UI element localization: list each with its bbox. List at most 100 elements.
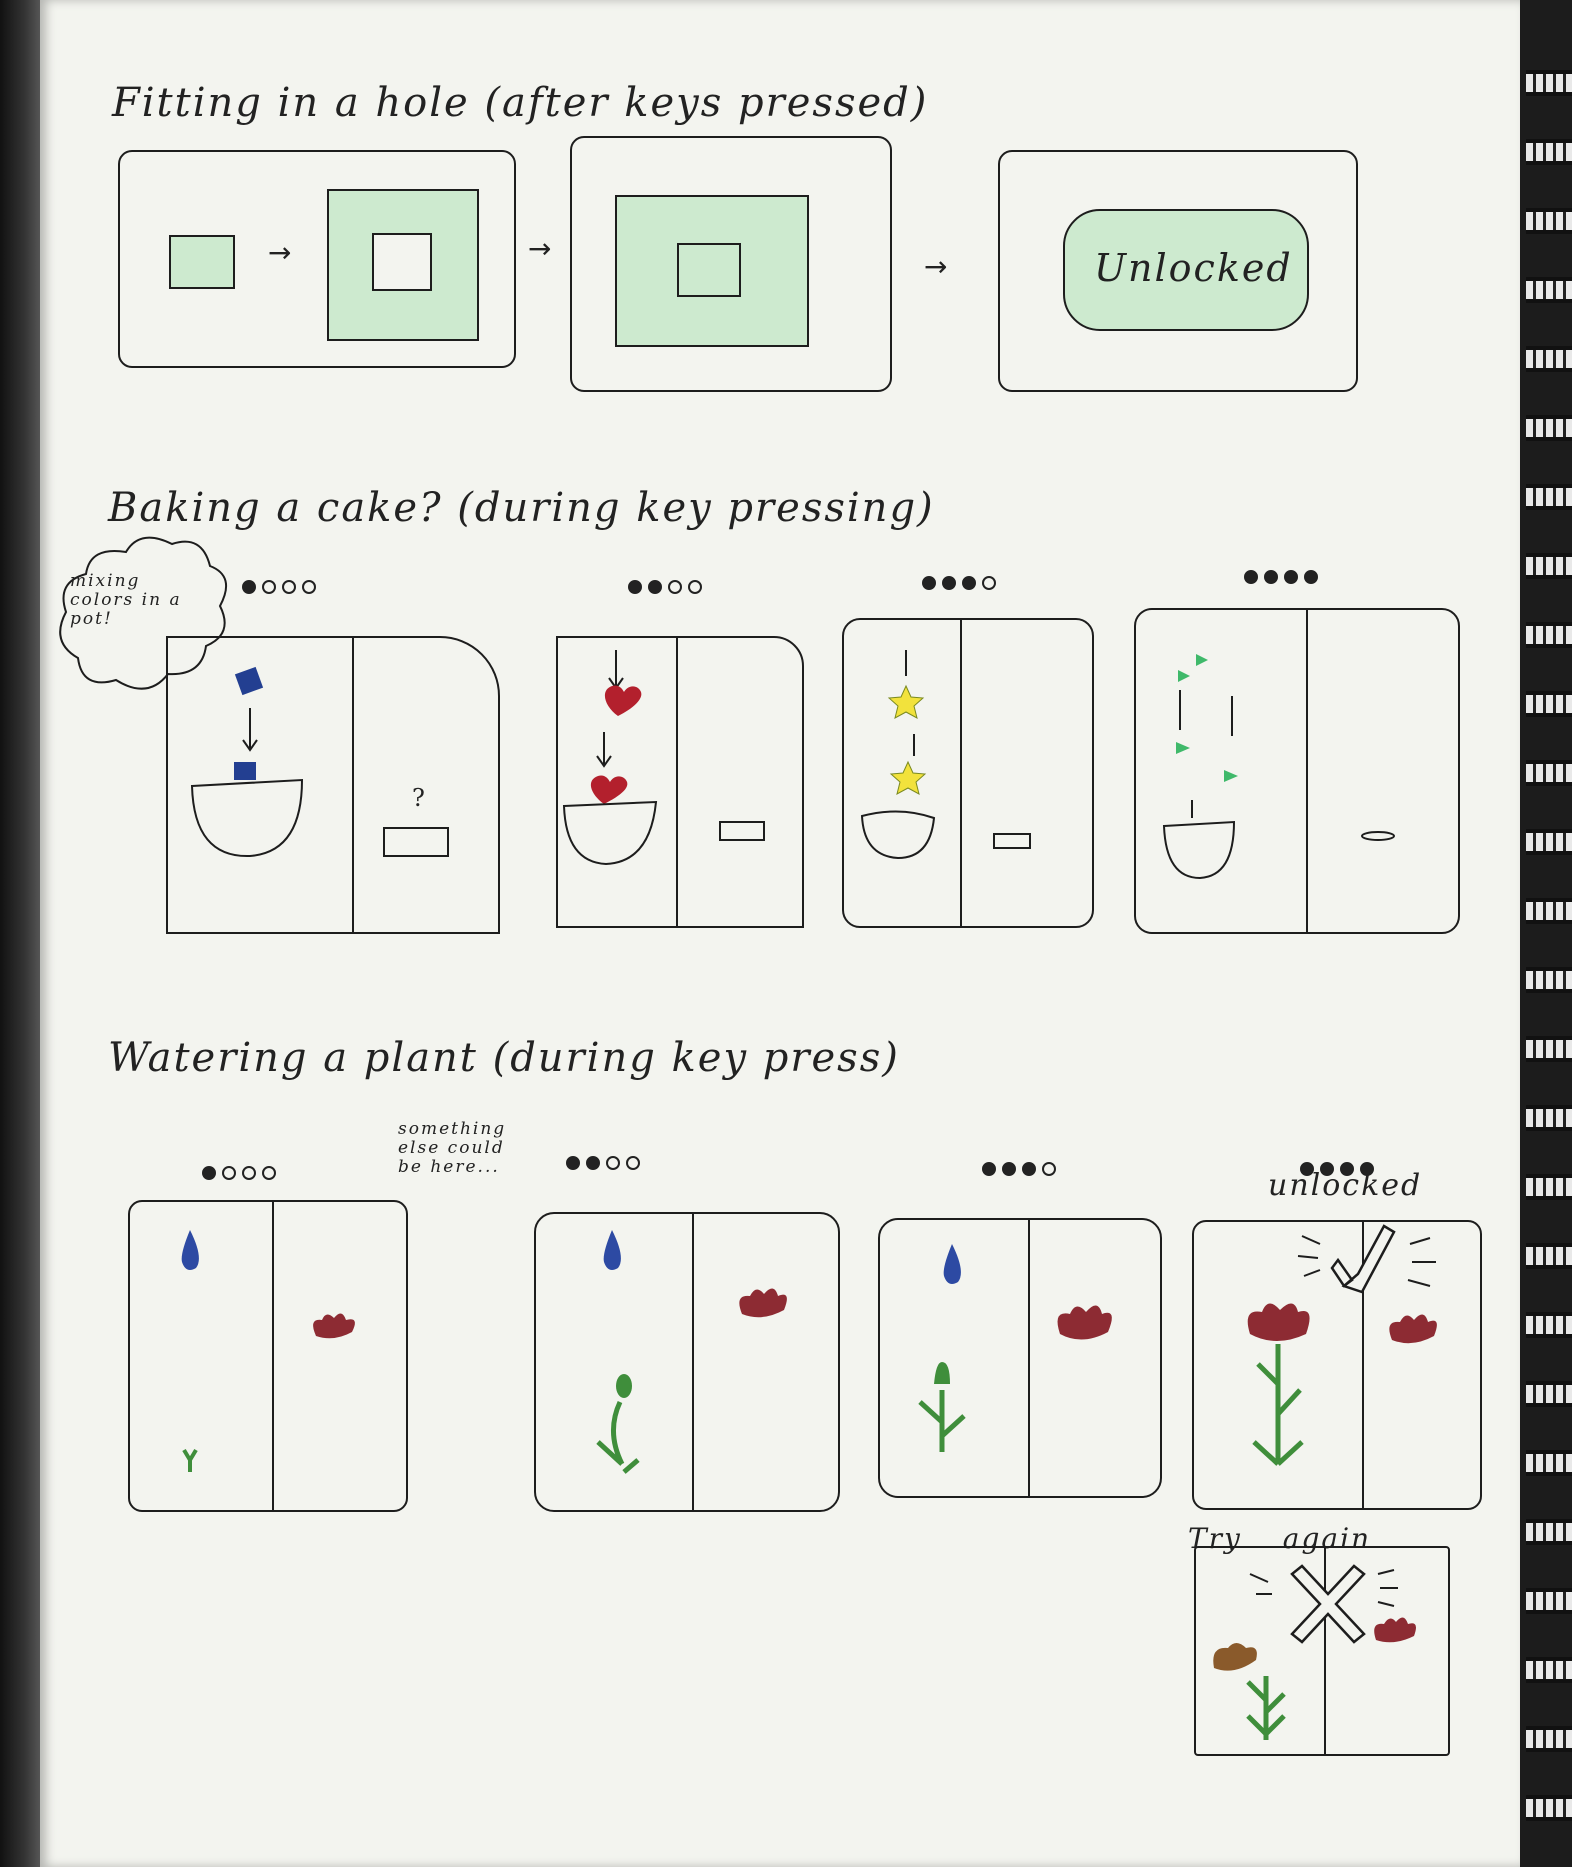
cake-frame-2 <box>556 636 804 928</box>
bud-icon <box>616 1374 632 1398</box>
try-again-caption: Try again <box>1188 1522 1372 1555</box>
water-drop-icon <box>181 1230 199 1270</box>
cake-frame-4 <box>1134 608 1460 934</box>
cake-progress-3 <box>922 576 996 590</box>
arrow-icon: → <box>528 232 551 265</box>
tall-stem-icon <box>1252 1344 1304 1466</box>
hole-frame-2 <box>570 136 892 392</box>
hole-panel-large <box>615 195 809 347</box>
plant-frame-2 <box>534 1212 840 1512</box>
plant-progress-4 <box>1300 1162 1374 1176</box>
progress-dot <box>942 576 956 590</box>
binding-ring <box>1526 1105 1572 1131</box>
result-slot <box>719 821 765 841</box>
progress-dot <box>262 580 276 594</box>
binding-ring <box>1526 70 1572 96</box>
panel-divider <box>1362 1222 1364 1508</box>
result-slot <box>383 827 449 857</box>
progress-dot <box>688 580 702 594</box>
blue-square-icon <box>234 666 264 696</box>
hole-frame-1 <box>118 150 516 368</box>
cake-frame-3 <box>842 618 1094 928</box>
progress-dot <box>962 576 976 590</box>
panel-divider <box>1324 1548 1326 1754</box>
growing-stem-icon <box>918 1390 966 1452</box>
red-flower-icon <box>313 1313 355 1339</box>
progress-dot <box>1300 1162 1314 1176</box>
notebook-spine <box>0 0 40 1867</box>
plant-progress-2 <box>566 1156 640 1170</box>
progress-dot <box>628 580 642 594</box>
progress-dot <box>1320 1162 1334 1176</box>
sparkle-lines <box>1297 1235 1436 1287</box>
binding-ring <box>1526 898 1572 924</box>
green-triangle-icon <box>1178 670 1190 682</box>
question-mark: ? <box>412 784 425 812</box>
progress-dot <box>922 576 936 590</box>
panel-divider <box>692 1214 694 1510</box>
panel-divider <box>272 1202 274 1510</box>
progress-dot <box>668 580 682 594</box>
green-triangle-icon <box>1196 654 1208 666</box>
mixing-bowl <box>1162 820 1236 880</box>
water-drop-icon <box>603 1230 621 1270</box>
panel-divider <box>1028 1220 1030 1496</box>
binding-ring <box>1526 760 1572 786</box>
red-flower-icon <box>1057 1305 1112 1340</box>
result-slot <box>1361 831 1395 841</box>
binding-ring <box>1526 346 1572 372</box>
panel-divider <box>1306 610 1308 932</box>
growing-stem-icon <box>596 1400 640 1474</box>
progress-dot <box>1264 570 1278 584</box>
side-note: something else could be here... <box>398 1119 507 1177</box>
binding-ring <box>1526 1795 1572 1821</box>
binding-ring <box>1526 415 1572 441</box>
binding-ring <box>1526 622 1572 648</box>
panel-divider <box>352 638 354 932</box>
progress-dot <box>1284 570 1298 584</box>
cake-progress-1 <box>242 580 316 594</box>
notebook-edge <box>1520 0 1572 1867</box>
binding-ring <box>1526 1381 1572 1407</box>
sprout-icon <box>182 1448 198 1472</box>
hole-frame-3 <box>998 150 1358 392</box>
fitted-key <box>677 243 741 297</box>
binding-ring <box>1526 1657 1572 1683</box>
red-heart-icon <box>604 685 642 716</box>
try-again-frame <box>1194 1546 1450 1756</box>
panel-divider <box>676 638 678 926</box>
progress-dot <box>242 580 256 594</box>
yellow-star-icon <box>887 684 925 719</box>
green-triangle-icon <box>1176 742 1190 754</box>
binding-ring <box>1526 1450 1572 1476</box>
progress-dot <box>1002 1162 1016 1176</box>
section-title-plant: Watering a plant (during key press) <box>108 1035 900 1081</box>
arrow-icon: → <box>924 250 947 283</box>
progress-dot <box>1042 1162 1056 1176</box>
arrow-icon: → <box>268 236 291 269</box>
binding-ring <box>1526 484 1572 510</box>
mixing-bowl <box>562 800 658 866</box>
cake-frame-1 <box>166 636 500 934</box>
binding-ring <box>1526 967 1572 993</box>
blue-square-icon <box>234 762 256 780</box>
progress-dot <box>1244 570 1258 584</box>
progress-dot <box>242 1166 256 1180</box>
binding-ring <box>1526 1312 1572 1338</box>
bud-icon <box>934 1362 950 1384</box>
red-flower-icon <box>1247 1303 1310 1341</box>
section-title-hole: Fitting in a hole (after keys pressed) <box>112 80 929 126</box>
cross-icon <box>1290 1564 1366 1644</box>
binding-ring <box>1526 553 1572 579</box>
panel-divider <box>960 620 962 926</box>
red-flower-icon <box>1374 1617 1416 1643</box>
unlocked-caption: unlocked <box>1268 1168 1423 1203</box>
progress-dot <box>202 1166 216 1180</box>
water-drop-icon <box>943 1244 961 1284</box>
progress-dot <box>302 580 316 594</box>
binding-ring <box>1526 1519 1572 1545</box>
